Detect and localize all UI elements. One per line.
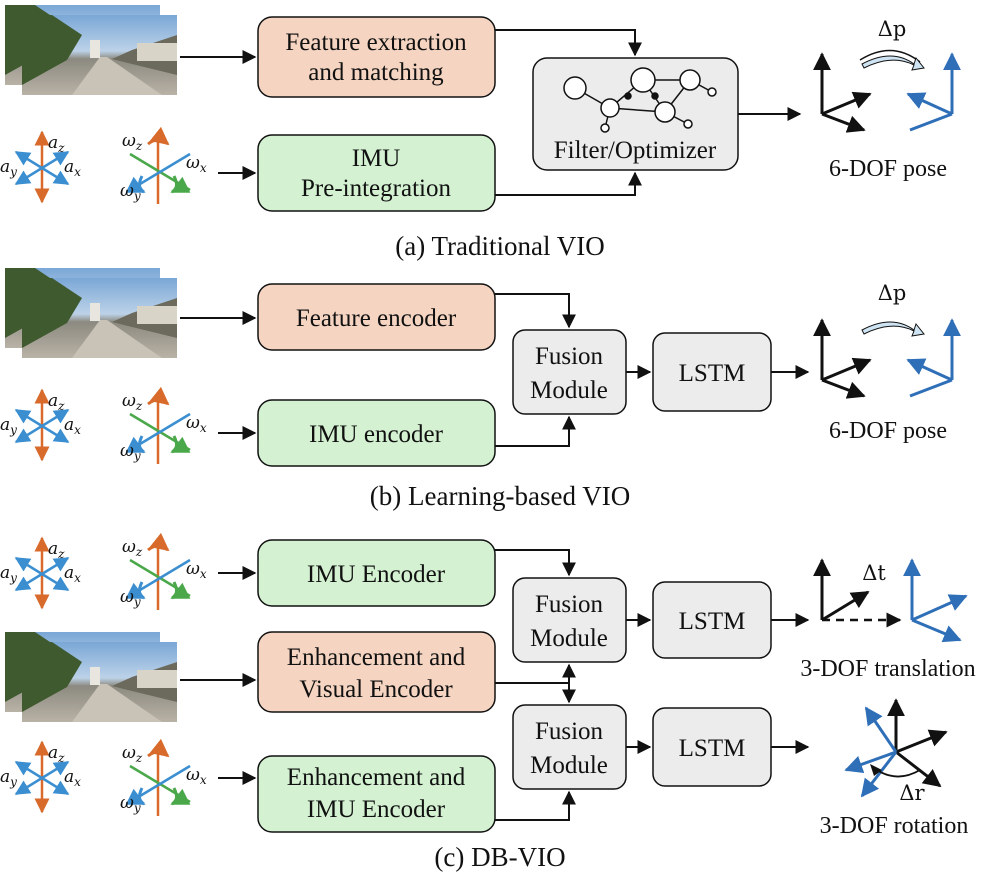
- imu-encoder-bottom-box: [257, 755, 496, 833]
- feature-encoder-box: [257, 283, 496, 351]
- svg-text:ay: ay: [0, 767, 17, 789]
- imu-accel-icon-c-bottom: az ay ax: [0, 742, 81, 812]
- svg-text:ωy: ωy: [120, 793, 141, 815]
- svg-text:Enhancement and: Enhancement and: [287, 764, 466, 791]
- imu-accel-icon-b: az ay ax: [0, 390, 81, 460]
- svg-text:Module: Module: [530, 625, 608, 652]
- imu-preintegration-box: [257, 134, 496, 212]
- svg-text:Enhancement and: Enhancement and: [287, 644, 466, 671]
- output-6dof-b: 6-DOF pose: [829, 418, 947, 444]
- rotation-frames: [844, 698, 948, 798]
- svg-text:ωx: ωx: [186, 559, 207, 581]
- imu-preintegration-line1: IMU: [352, 145, 401, 172]
- panel-a: az ay ax ωz ωx ωy Feature extraction and…: [0, 5, 952, 261]
- imu-accel-icon-c-top: az ay ax: [0, 538, 81, 608]
- svg-text:LSTM: LSTM: [679, 360, 746, 387]
- filter-optimizer-label: Filter/Optimizer: [554, 137, 717, 164]
- w-z-label: ωz: [122, 131, 143, 153]
- imu-gyro-icon-b: ωz ωx ωy: [120, 391, 207, 464]
- panel-b-arrows: [180, 293, 810, 447]
- pose-frames-b: [822, 320, 952, 396]
- panel-a-arrows: [180, 29, 802, 196]
- imu-encoder-box: [257, 399, 496, 467]
- imu-gyro-icon-a: ωz ωx ωy: [120, 131, 207, 204]
- svg-text:ax: ax: [64, 415, 81, 437]
- imu-encoder-label: IMU encoder: [309, 421, 444, 448]
- svg-text:LSTM: LSTM: [679, 608, 746, 635]
- svg-text:az: az: [48, 539, 65, 561]
- svg-text:ay: ay: [0, 415, 17, 437]
- svg-text:ωz: ωz: [122, 391, 143, 413]
- panel-c-arrows: [180, 549, 810, 821]
- delta-p-label-b: Δp: [878, 281, 907, 305]
- visual-encoder-box: [257, 631, 496, 713]
- a-y-label: ay: [0, 157, 17, 179]
- camera-frames-a: [5, 5, 177, 95]
- camera-frames-c: [5, 632, 177, 722]
- caption-a: (a) Traditional VIO: [395, 231, 605, 261]
- svg-text:ωz: ωz: [122, 537, 143, 559]
- svg-text:Visual Encoder: Visual Encoder: [299, 676, 453, 703]
- svg-text:LSTM: LSTM: [679, 735, 746, 762]
- caption-c: (c) DB-VIO: [434, 842, 565, 872]
- svg-text:ax: ax: [64, 767, 81, 789]
- delta-p-label-a: Δp: [878, 17, 907, 41]
- svg-text:ax: ax: [64, 563, 81, 585]
- imu-gyro-icon-c-bottom: ωz ωx ωy: [120, 743, 207, 816]
- svg-text:ωx: ωx: [186, 413, 207, 435]
- output-rotation: 3-DOF rotation: [820, 813, 969, 839]
- feature-extraction-line1: Feature extraction: [285, 29, 467, 56]
- svg-text:Fusion: Fusion: [535, 343, 604, 370]
- imu-encoder-top-box: [257, 539, 496, 607]
- imu-preintegration-line2: Pre-integration: [301, 175, 451, 202]
- imu-gyro-icon-c-top: ωz ωx ωy: [120, 537, 207, 610]
- panel-b: az ay ax ωz ωx ωy Feature encoder IMU en…: [0, 268, 952, 511]
- output-translation: 3-DOF translation: [800, 656, 975, 682]
- imu-accel-icon-a: az ay ax: [0, 132, 81, 202]
- svg-text:ωy: ωy: [120, 587, 141, 609]
- delta-r-label: Δr: [899, 781, 925, 805]
- translation-frames: [813, 558, 968, 643]
- delta-t-label: Δt: [862, 561, 886, 585]
- caption-b: (b) Learning-based VIO: [370, 481, 630, 511]
- svg-text:az: az: [48, 391, 65, 413]
- panel-c: az ay ax ωz ωx ωy az ay ax ωz ωx ωy IMU …: [0, 537, 976, 872]
- svg-text:Module: Module: [530, 752, 608, 779]
- svg-text:ωz: ωz: [122, 743, 143, 765]
- svg-text:ωy: ωy: [120, 441, 141, 463]
- network-graph-icon: [563, 67, 717, 133]
- feature-extraction-box: [257, 16, 496, 98]
- svg-text:IMU Encoder: IMU Encoder: [307, 796, 446, 823]
- imu-encoder-top-label: IMU Encoder: [307, 561, 446, 588]
- svg-text:Fusion: Fusion: [535, 718, 604, 745]
- a-x-label: ax: [64, 157, 81, 179]
- output-6dof-a: 6-DOF pose: [829, 156, 947, 182]
- pose-frames-a: [822, 49, 952, 130]
- svg-text:Fusion: Fusion: [535, 591, 604, 618]
- a-z-label: az: [48, 133, 65, 155]
- svg-text:az: az: [48, 743, 65, 765]
- w-x-label: ωx: [186, 153, 207, 175]
- w-y-label: ωy: [120, 181, 141, 203]
- svg-text:ay: ay: [0, 563, 17, 585]
- feature-encoder-label: Feature encoder: [296, 305, 457, 332]
- svg-text:Module: Module: [530, 377, 608, 404]
- feature-extraction-line2: and matching: [308, 59, 444, 86]
- svg-text:ωx: ωx: [186, 765, 207, 787]
- camera-frames-b: [5, 268, 177, 358]
